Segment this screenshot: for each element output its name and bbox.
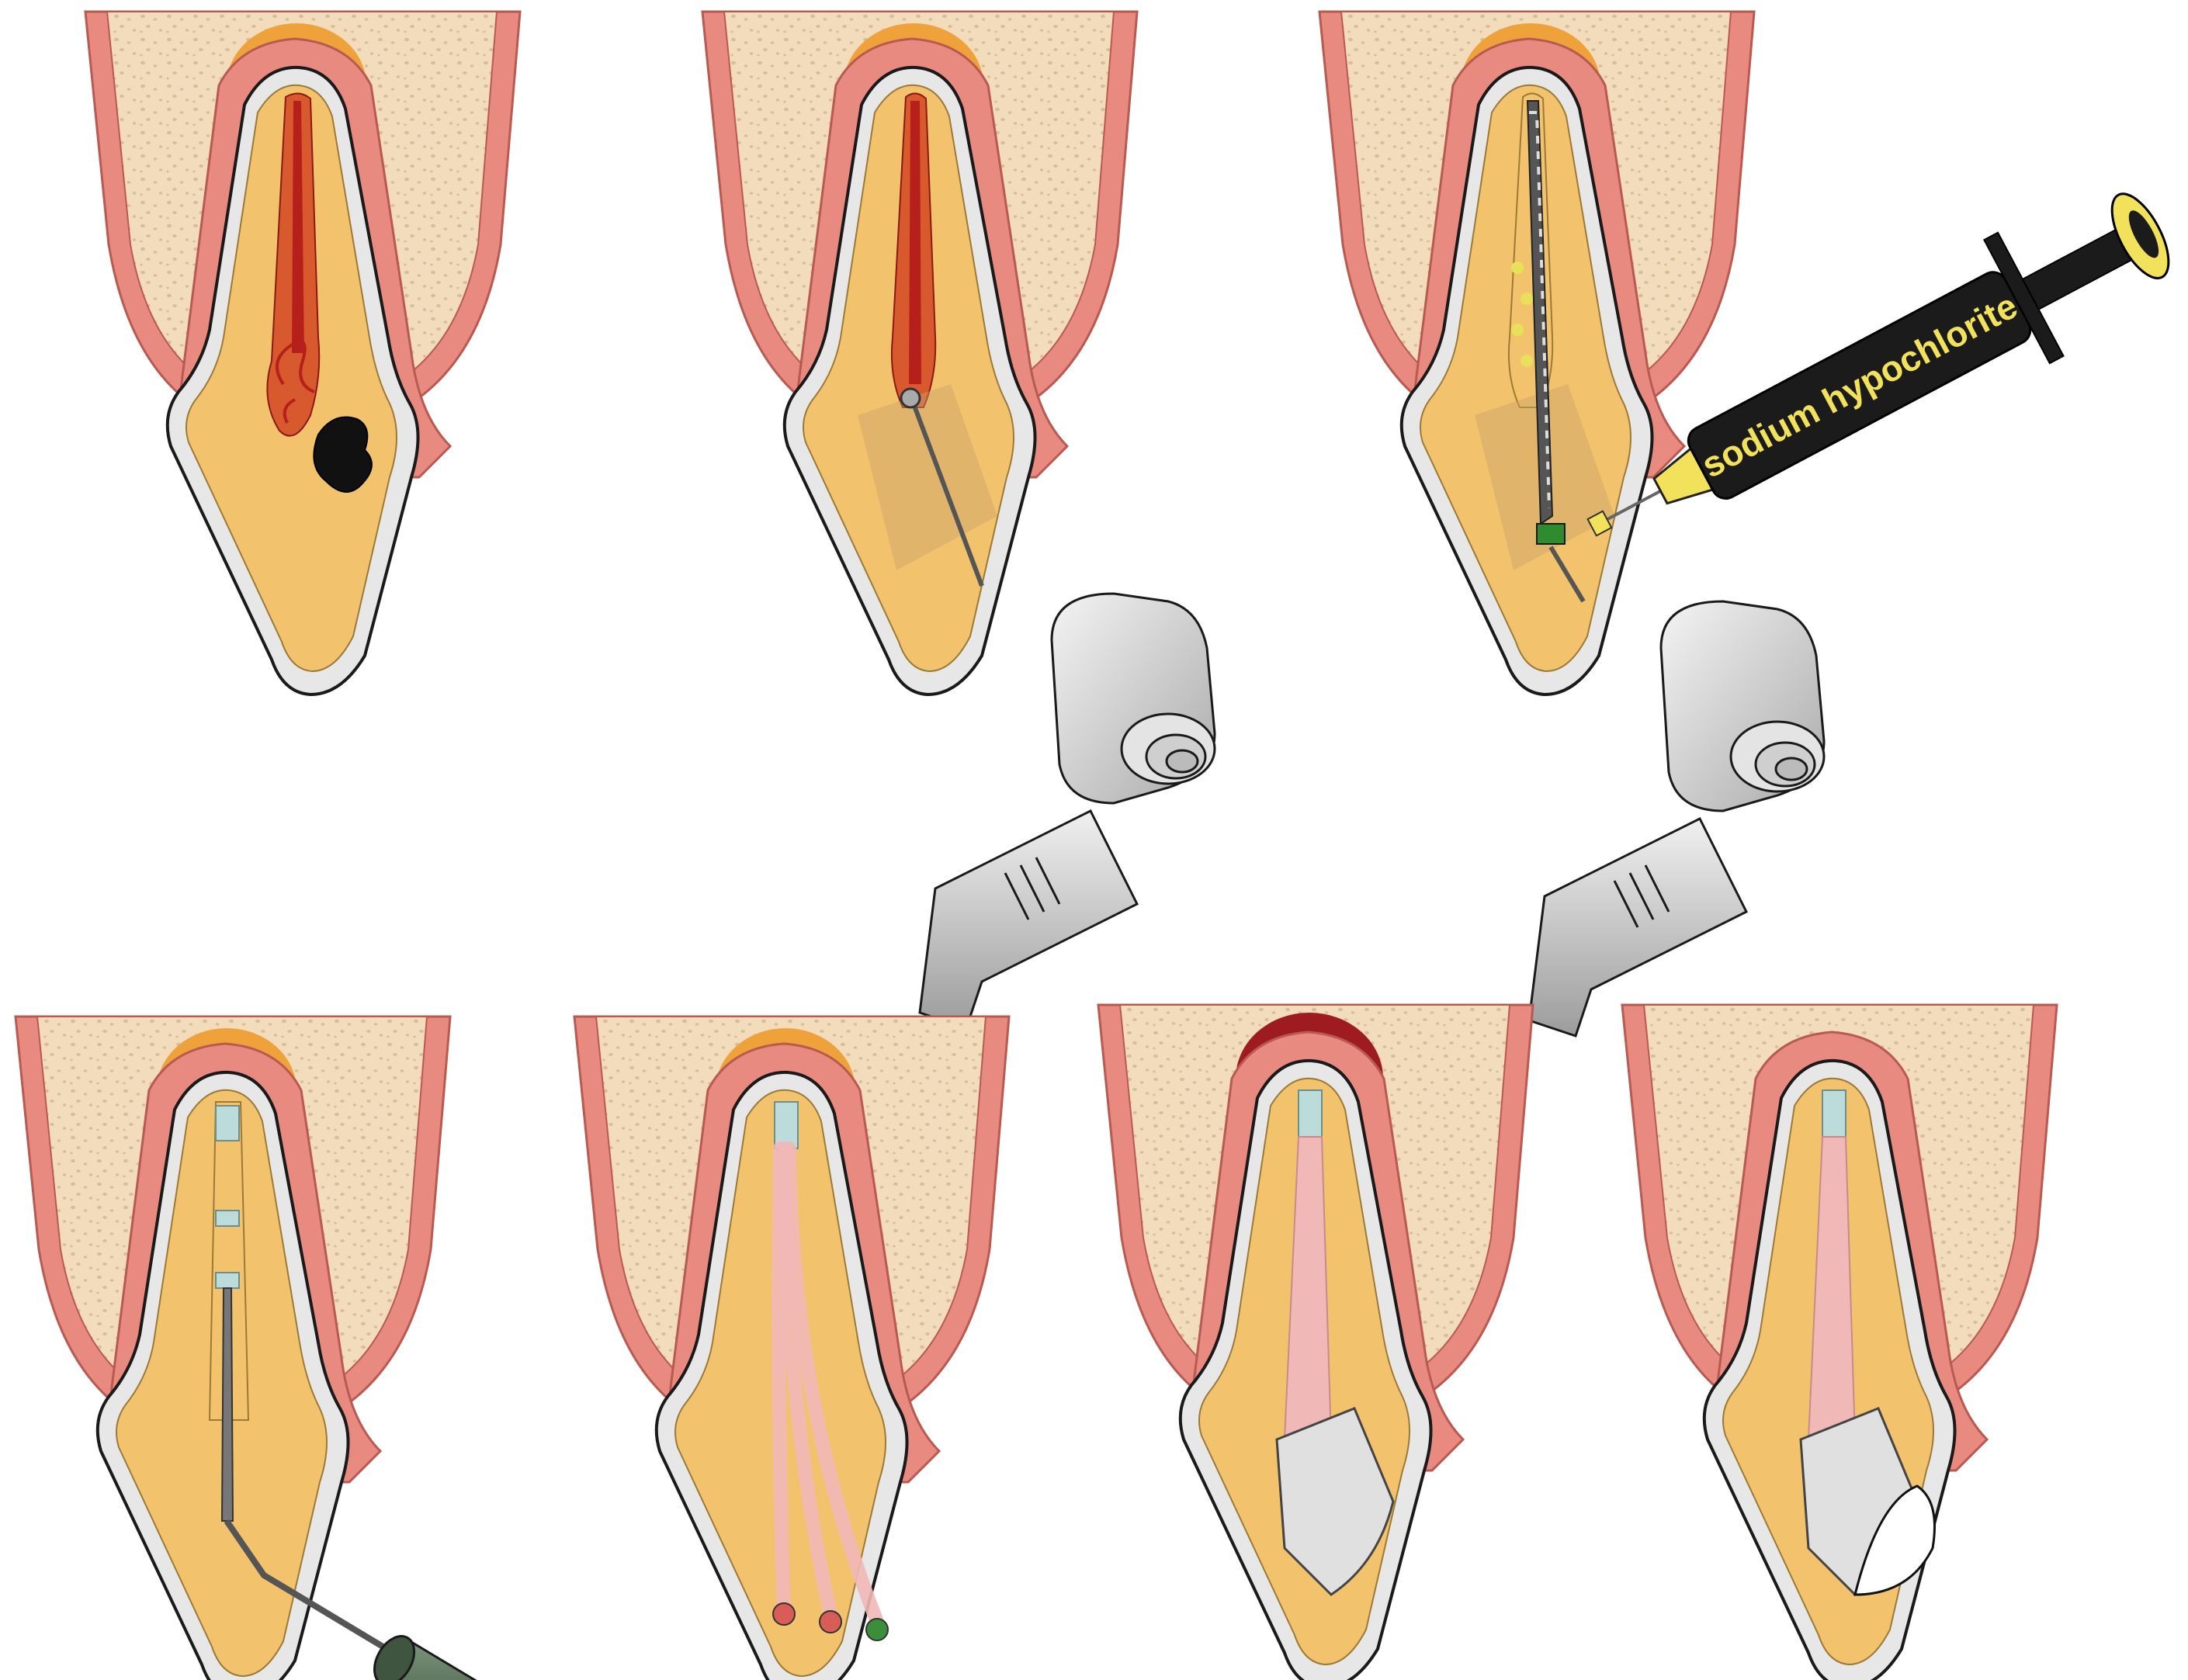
panel-access-opening	[701, 10, 1216, 1030]
coronal-filling	[1275, 1407, 1395, 1596]
plunger-thumb-center	[2128, 210, 2159, 258]
pulp-canal	[292, 101, 304, 353]
bur-shaft	[910, 398, 984, 587]
gutta-percha-cone-3	[782, 1141, 884, 1629]
cone-tip-2	[819, 1610, 842, 1633]
sealer-segment-3	[215, 1272, 240, 1289]
round-bur	[900, 387, 921, 409]
panel-decayed-tooth	[84, 10, 522, 696]
handpiece-cap-center	[1774, 757, 1808, 781]
apical-seal	[1298, 1089, 1323, 1138]
apical-seal	[1822, 1089, 1846, 1138]
pulp-core	[909, 101, 921, 384]
canal	[208, 1101, 250, 1421]
panel-gutta-percha-cones	[573, 1015, 1011, 1680]
sealer-segment-1	[215, 1105, 240, 1141]
cone-tip-3	[865, 1618, 889, 1641]
access-cavity	[858, 384, 997, 570]
irrigant-drop-2	[1521, 293, 1533, 305]
irrigant-drop-1	[1511, 262, 1524, 274]
handpiece-grip-lines	[1004, 857, 1061, 920]
irrigant-drop-3	[1511, 324, 1524, 336]
syringe-needle	[1598, 489, 1662, 525]
cone-tip-1	[772, 1602, 796, 1626]
panel-cleaning-irrigation: sodium hypochlorite	[1318, 10, 2170, 1037]
sealer-apex	[774, 1101, 799, 1149]
file-flutes	[1529, 111, 1551, 509]
syringe-label: sodium hypochlorite	[1695, 285, 2024, 485]
dental-handpiece	[918, 592, 1216, 1030]
caries-lesion	[313, 416, 373, 493]
sealer-segment-2	[215, 1210, 240, 1227]
file-shank	[1548, 546, 1586, 603]
irrigant-drop-4	[1521, 355, 1533, 367]
crown-restoration	[1853, 1484, 1936, 1596]
panel-filled-with-abscess	[1097, 1003, 1534, 1680]
syringe-plunger	[2021, 227, 2136, 311]
pulp-vessels	[276, 340, 315, 424]
handpiece-grip-lines	[1613, 864, 1670, 928]
needle-hub	[1586, 510, 1613, 537]
rubber-stop	[1536, 523, 1566, 545]
panel-healed-restored	[1621, 1003, 2058, 1680]
plugger-tip	[220, 1287, 234, 1522]
panel-condensation	[14, 1015, 477, 1680]
handpiece-cap-center	[1165, 749, 1199, 774]
plugger-handle-end	[373, 1635, 416, 1680]
plugger-shaft	[224, 1519, 421, 1671]
